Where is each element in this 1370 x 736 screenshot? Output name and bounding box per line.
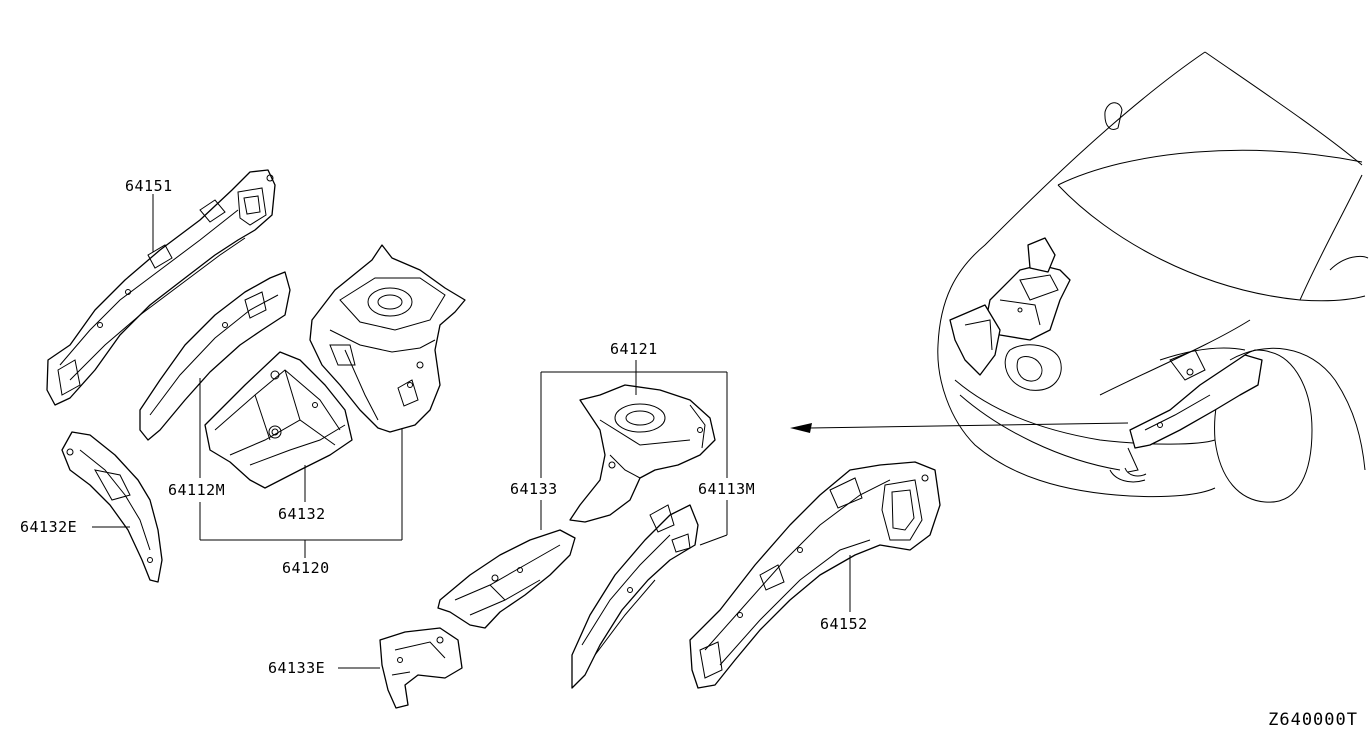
label-64113M: 64113M	[698, 480, 755, 498]
label-64132E: 64132E	[20, 518, 77, 536]
label-64132: 64132	[278, 505, 326, 523]
label-64133: 64133	[510, 480, 558, 498]
diagram-code: Z640000T	[1268, 710, 1358, 730]
part-64132E	[61, 431, 163, 583]
part-64151	[46, 169, 276, 406]
label-64133E: 64133E	[268, 659, 325, 677]
label-64152: 64152	[820, 615, 868, 633]
label-64112M: 64112M	[168, 481, 225, 499]
vehicle-outline	[937, 51, 1369, 503]
label-64120: 64120	[282, 559, 330, 577]
part-64132	[204, 351, 353, 489]
part-64152	[689, 461, 941, 689]
part-64113M	[571, 504, 699, 689]
direction-arrow	[790, 422, 1129, 433]
part-64121	[569, 384, 716, 523]
part-64120	[309, 244, 466, 433]
label-64151: 64151	[125, 177, 173, 195]
part-64133	[437, 529, 576, 629]
label-64121: 64121	[610, 340, 658, 358]
leader-64113M	[699, 534, 728, 546]
part-64112M	[139, 271, 291, 441]
part-64133E	[379, 627, 463, 709]
